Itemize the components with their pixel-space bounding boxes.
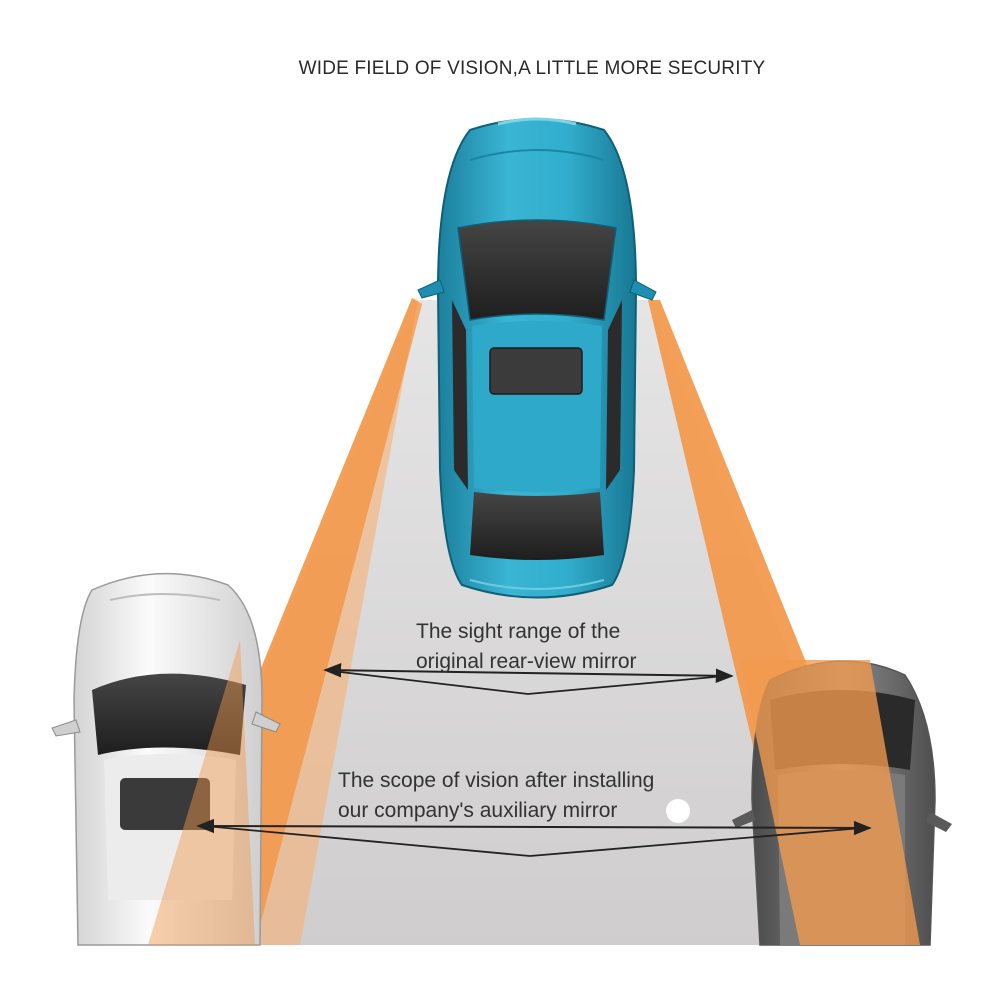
auxiliary-mirror-caption-line2: our company's auxiliary mirror [338,799,618,822]
original-mirror-caption-line1: The sight range of the [416,620,621,643]
road-area [150,300,905,945]
auxiliary-mirror-caption: The scope of vision after installing our… [338,766,654,826]
auxiliary-range-arrow [196,818,872,836]
headline: WIDE FIELD OF VISION,A LITTLE MORE SECUR… [298,58,766,79]
left-white-car [51,572,281,946]
original-mirror-caption: The sight range of the original rear-vie… [416,617,637,677]
auxiliary-mirror-caption-line1: The scope of vision after installing [338,769,655,792]
original-range-arrow [323,663,734,683]
center-blue-car [417,117,657,599]
original-mirror-caption-line2: original rear-view mirror [416,650,637,673]
highlight-dot [666,799,690,823]
